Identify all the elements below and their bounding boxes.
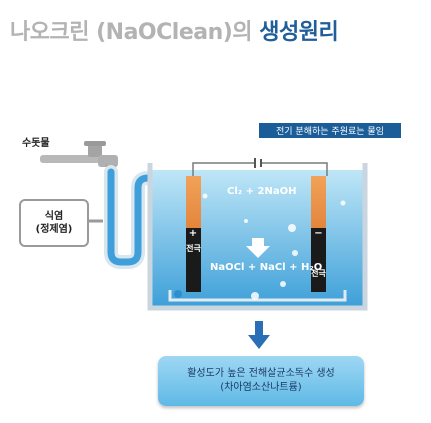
main-material-badge: 전기 분해하는 주원료는 물임 (259, 123, 401, 138)
tap-water-label: 수돗물 (22, 138, 50, 149)
title-main: 나오크린 (NaOClean)의 (10, 20, 260, 45)
salt-label: 식염 (44, 211, 64, 222)
electrode-right (311, 228, 326, 292)
page-title: 나오크린 (NaOClean)의 생성원리 (10, 14, 339, 46)
battery-icon (254, 158, 262, 168)
salt-sublabel: (정제염) (35, 224, 73, 235)
electrode-right-sign: − (314, 228, 323, 239)
electrode-left-label: 전극 (186, 244, 201, 253)
bubbles (202, 193, 346, 300)
result-line2: (차아염소산나트륨) (220, 382, 302, 393)
equation-top: Cl₂ + 2NaOH (227, 186, 297, 197)
tank-inner-lip (168, 290, 347, 302)
electrolysis-tank (147, 163, 368, 311)
electrode-left-sign: + (188, 228, 198, 239)
equation-bottom: NaOCl + NaCl + H₂O (210, 262, 323, 273)
electrode-right-label: 전극 (311, 269, 326, 278)
output-arrow-icon (248, 321, 270, 349)
electrode-left (186, 228, 201, 292)
result-line1: 활성도가 높은 전해살균소독수 생성 (187, 368, 335, 379)
title-accent: 생성원리 (259, 20, 339, 45)
result-box: 활성도가 높은 전해살균소독수 생성 (차아염소산나트륨) (158, 356, 364, 406)
salt-box: 식염 (정제염) (19, 199, 89, 247)
reaction-arrow-icon (246, 238, 270, 258)
